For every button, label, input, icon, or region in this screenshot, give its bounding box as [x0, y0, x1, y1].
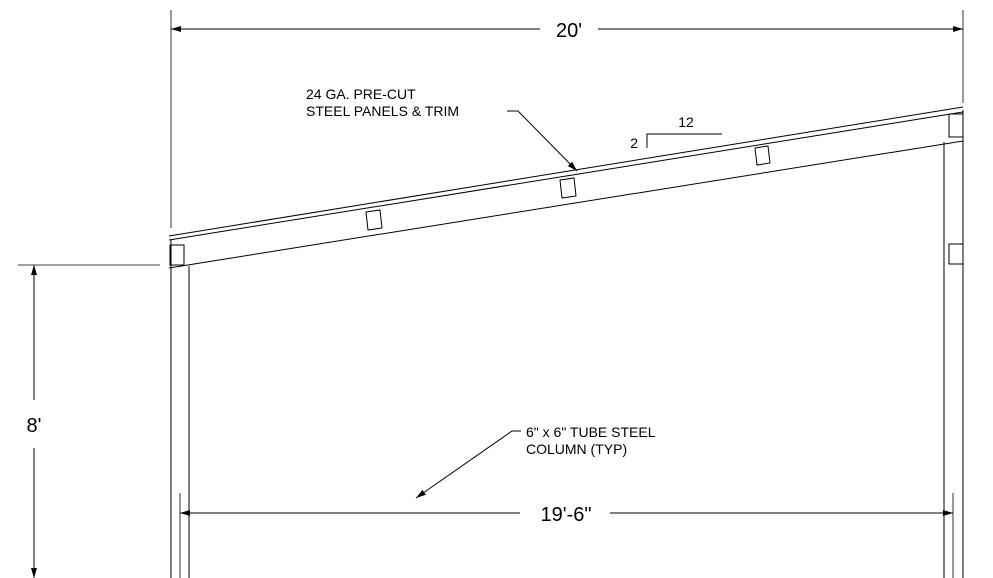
overall-width-dimension: 20'	[170, 10, 964, 228]
height-dimension: 8'	[18, 264, 160, 578]
right-girt-block	[948, 243, 964, 265]
panels-note: 24 GA. PRE-CUT STEEL PANELS & TRIM	[306, 86, 578, 172]
column-note-line2: COLUMN (TYP)	[526, 441, 627, 457]
slope-run: 12	[678, 114, 694, 130]
roof-panel-top	[168, 106, 964, 237]
column-leader	[415, 430, 521, 499]
column-note: 6" x 6" TUBE STEEL COLUMN (TYP)	[415, 424, 656, 499]
purlin	[559, 177, 577, 199]
slope-rise: 2	[630, 135, 638, 151]
clear-span-dimension: 19'-6"	[179, 493, 954, 578]
left-column	[170, 240, 190, 578]
panels-leader	[507, 110, 578, 172]
right-column	[943, 110, 964, 578]
roof-beam-bottom	[168, 140, 964, 269]
clear-span-label: 19'-6"	[541, 504, 592, 526]
purlin	[365, 209, 383, 231]
column-note-line1: 6" x 6" TUBE STEEL	[526, 424, 656, 440]
panels-note-line2: STEEL PANELS & TRIM	[306, 103, 459, 119]
roof-assembly	[168, 106, 964, 269]
slope-triangle	[646, 133, 722, 148]
purlin	[754, 145, 771, 166]
right-beam-end	[948, 113, 964, 138]
panels-note-line1: 24 GA. PRE-CUT	[306, 86, 416, 102]
left-beam-end	[169, 244, 185, 266]
height-label: 8'	[27, 415, 42, 437]
roof-panel-bottom	[168, 111, 964, 241]
overall-width-label: 20'	[556, 20, 582, 42]
slope-indicator: 2 12	[630, 114, 722, 151]
